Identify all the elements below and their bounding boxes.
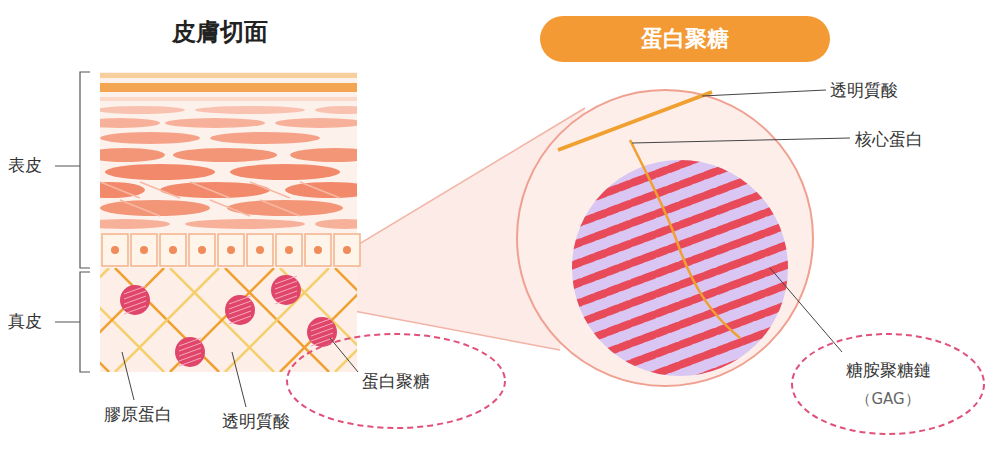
leader-line (232, 352, 246, 407)
skin-section (100, 72, 357, 372)
gag-bead-chain (560, 280, 800, 370)
zoom-circle (517, 90, 813, 386)
cell-nucleus (169, 246, 177, 254)
part-label: 膠原蛋白 (104, 403, 172, 426)
gag-bead-chain (560, 340, 800, 430)
fiber (100, 268, 109, 372)
cell-nucleus (227, 246, 235, 254)
proteoglycan-strand (229, 296, 251, 304)
proteoglycan (120, 285, 150, 315)
proteoglycan (307, 317, 337, 347)
cell-nucleus (140, 246, 148, 254)
cell (218, 234, 244, 266)
leader-line (702, 90, 826, 96)
proteoglycan-strand (311, 328, 333, 336)
cell-nucleus (343, 246, 351, 254)
fiber (115, 268, 219, 372)
gag-chains (560, 60, 800, 467)
title-pill: 蛋白聚糖 (540, 16, 830, 62)
fiber (115, 268, 219, 372)
gag-bead-chain (560, 380, 800, 467)
node-text: （GAG） (856, 390, 919, 409)
gag-bead-chain (560, 120, 800, 210)
cell-nucleus (285, 246, 293, 254)
gag-bead-chain (560, 320, 800, 410)
proteoglycan-strand (275, 276, 297, 284)
gag-bead-chain (560, 260, 800, 350)
gag-bead-chain (560, 360, 800, 450)
proteoglycan (175, 337, 205, 367)
cell-nucleus (111, 246, 119, 254)
proteoglycan-strand (124, 286, 146, 294)
bracket (55, 272, 90, 372)
proteoglycan-strand (179, 358, 201, 366)
leader-line (122, 352, 134, 400)
proteoglycan-strand (229, 306, 251, 314)
fiber (170, 268, 274, 372)
gag-bead-chain (560, 420, 800, 467)
cell-nucleus (256, 246, 264, 254)
proteoglycan-strand (275, 291, 297, 299)
node-text: 蛋白聚糖 (641, 24, 729, 54)
proteoglycan-strand (229, 316, 251, 324)
cell (160, 234, 186, 266)
cell-nucleus (314, 246, 322, 254)
proteoglycan-strand (311, 333, 333, 341)
part-label: 透明質酸 (830, 79, 898, 102)
cell (247, 234, 273, 266)
proteoglycan-strand (275, 286, 297, 294)
part-label: 表皮 (8, 154, 42, 177)
dashed-ellipse: 糖胺聚糖鏈 （GAG） (790, 332, 986, 436)
proteoglycan-blobs (120, 275, 337, 367)
proteoglycan-strand (311, 323, 333, 331)
node-shape (790, 332, 986, 436)
proteoglycan-strand (275, 281, 297, 289)
dashed-ellipse: 蛋白聚糖 (285, 332, 507, 430)
proteoglycan-strand (229, 301, 251, 309)
proteoglycan-strand (124, 291, 146, 299)
proteoglycan (225, 295, 255, 325)
node-text: 糖胺聚糖鏈 (846, 359, 931, 382)
cell (305, 234, 331, 266)
proteoglycan-strand (311, 318, 333, 326)
fiber (100, 268, 109, 372)
cell (189, 234, 215, 266)
leader-line (770, 268, 842, 352)
basal-cells (102, 234, 360, 266)
gag-bead-chain (560, 100, 800, 190)
leader-line (632, 138, 850, 143)
gag-bead-chain (560, 300, 800, 390)
gag-bead-chain (560, 400, 800, 467)
proteoglycan (271, 275, 301, 305)
proteoglycan-strand (124, 301, 146, 309)
cell (131, 234, 157, 266)
proteoglycan-strand (229, 311, 251, 319)
proteoglycan-strand (124, 296, 146, 304)
proteoglycan-strand (179, 338, 201, 346)
part-label: 透明質酸 (222, 410, 290, 433)
fiber (170, 268, 274, 372)
cell-nucleus (198, 246, 206, 254)
proteoglycan-strand (179, 348, 201, 356)
proteoglycan-strand (275, 296, 297, 304)
cell (276, 234, 302, 266)
cell (334, 234, 360, 266)
bracket (55, 72, 90, 268)
cell (102, 234, 128, 266)
node-text: 蛋白聚糖 (362, 370, 430, 393)
part-label: 真皮 (8, 310, 42, 333)
proteoglycan-strand (179, 353, 201, 361)
diagram-title: 皮膚切面 (172, 16, 268, 48)
core-protein (630, 140, 740, 338)
proteoglycan-strand (124, 306, 146, 314)
part-label: 核心蛋白 (855, 128, 923, 151)
proteoglycan-strand (179, 343, 201, 351)
